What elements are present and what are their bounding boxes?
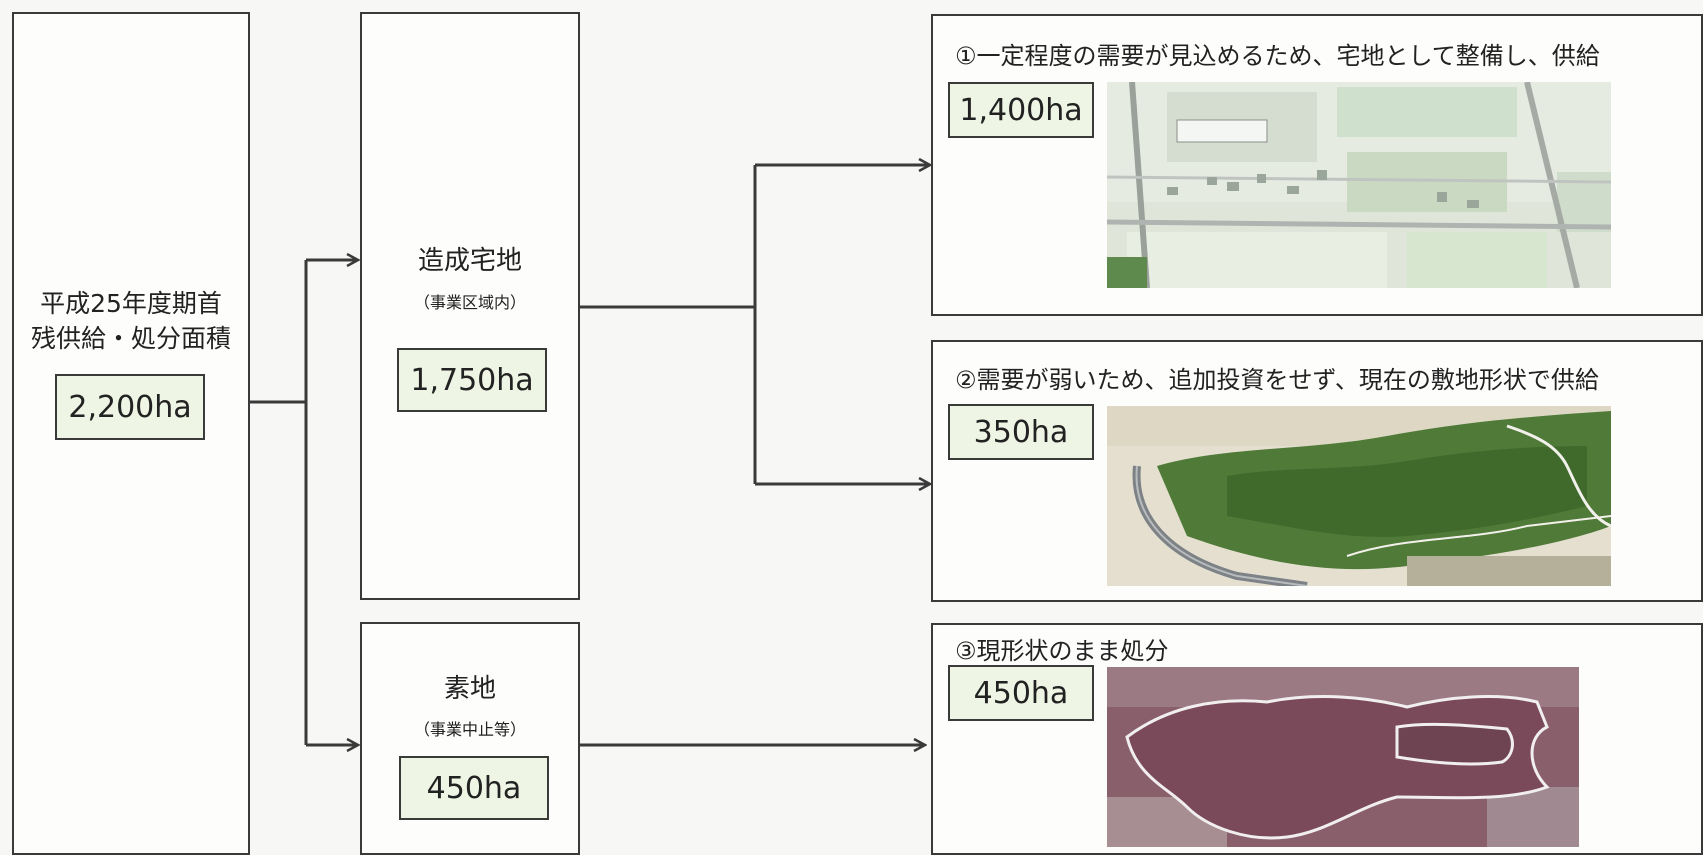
raw-subtitle: （事業中止等） bbox=[413, 720, 526, 739]
developed-subtitle: （事業区域内） bbox=[413, 293, 526, 312]
connector-total-split bbox=[250, 260, 308, 745]
total-title-line2: 残供給・処分面積 bbox=[30, 324, 231, 353]
outcome-3-value: 450ha bbox=[948, 665, 1094, 721]
outcome-2-box: ②需要が弱いため、追加投資をせず、現在の敷地形状で供給 350ha bbox=[931, 340, 1703, 602]
connector-developed-split bbox=[580, 165, 757, 484]
total-box: 平成25年度期首 残供給・処分面積 2,200ha bbox=[12, 12, 250, 855]
outcome-3-box: ③現形状のまま処分 450ha bbox=[931, 623, 1703, 855]
outcome-1-value: 1,400ha bbox=[948, 82, 1094, 138]
raw-title: 素地 bbox=[443, 674, 496, 704]
aerial-photo-outlined-raw-land bbox=[1107, 667, 1579, 847]
aerial-photo-forested-site bbox=[1107, 406, 1611, 586]
total-title-line1: 平成25年度期首 bbox=[40, 289, 222, 318]
outcome-1-caption: ①一定程度の需要が見込めるため、宅地として整備し、供給 bbox=[955, 42, 1600, 70]
outcome-2-value: 350ha bbox=[948, 404, 1094, 460]
developed-value: 1,750ha bbox=[397, 348, 547, 412]
total-value: 2,200ha bbox=[55, 374, 205, 440]
outcome-2-caption: ②需要が弱いため、追加投資をせず、現在の敷地形状で供給 bbox=[955, 366, 1599, 394]
outcome-1-box: ①一定程度の需要が見込めるため、宅地として整備し、供給 1,400ha bbox=[931, 14, 1703, 316]
developed-land-box: 造成宅地 （事業区域内） 1,750ha bbox=[360, 12, 580, 600]
raw-land-box: 素地 （事業中止等） 450ha bbox=[360, 622, 580, 855]
developed-title: 造成宅地 bbox=[417, 246, 522, 276]
raw-value: 450ha bbox=[399, 756, 549, 820]
outcome-3-caption: ③現形状のまま処分 bbox=[955, 637, 1169, 665]
aerial-photo-residential-development bbox=[1107, 82, 1611, 288]
